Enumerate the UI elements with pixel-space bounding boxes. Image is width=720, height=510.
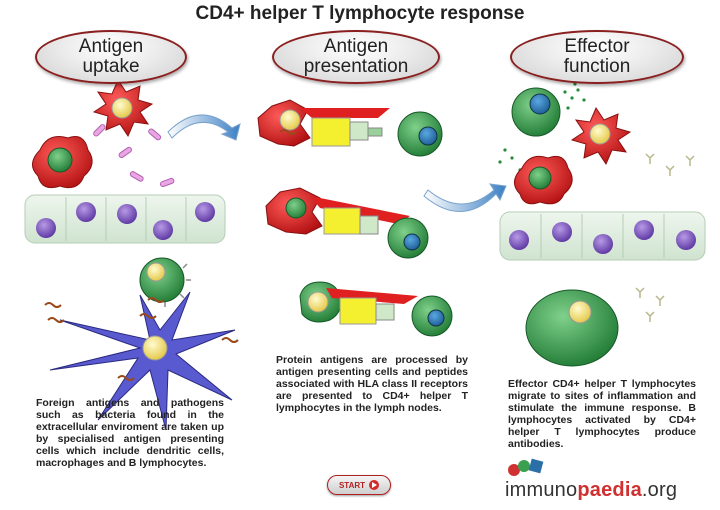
stage-label-line2: uptake (82, 56, 140, 77)
brand-part3: .org (641, 479, 678, 501)
synapse-1 (257, 99, 443, 157)
stage-label-line2: function (563, 56, 631, 77)
macrophage-left (32, 136, 93, 189)
tissue-layer-left (24, 194, 226, 244)
t-helper-cell-right (498, 82, 586, 172)
description-uptake: Foreign antigens and pathogens such as b… (36, 397, 224, 469)
macrophage-right (514, 155, 573, 205)
stage-label-line1: Antigen (323, 36, 389, 57)
stage-label-line2: presentation (303, 56, 409, 77)
bacteria-left (93, 124, 175, 188)
brand-part2: paedia (577, 479, 642, 501)
antibodies-right (635, 153, 695, 322)
start-label: START (338, 480, 366, 490)
play-icon (369, 480, 380, 490)
page-title: CD4+ helper T lymphocyte response (195, 3, 525, 24)
arrow-uptake-to-presentation (167, 114, 241, 141)
plasma-cell-right (525, 289, 619, 367)
description-effector: Effector CD4+ helper T lymphocytes migra… (508, 378, 696, 450)
immunopaedia-logo-icon (508, 458, 544, 476)
tissue-layer-right (499, 211, 706, 261)
brand-logo[interactable]: immunopaedia.org (505, 479, 677, 502)
brand-part1: immuno (505, 479, 578, 501)
start-button[interactable]: START (327, 475, 391, 495)
synapse-3 (299, 281, 453, 337)
dendritic-cell-star (44, 291, 239, 431)
dendritic-cell-right (570, 106, 632, 166)
description-presentation: Protein antigens are processed by antige… (276, 354, 468, 414)
synapse-2 (265, 187, 429, 259)
stage-label-line1: Antigen (78, 36, 144, 57)
arrow-presentation-to-effector (423, 183, 507, 212)
stage-label-line1: Effector (564, 36, 630, 57)
dendritic-cell-top (92, 78, 154, 138)
